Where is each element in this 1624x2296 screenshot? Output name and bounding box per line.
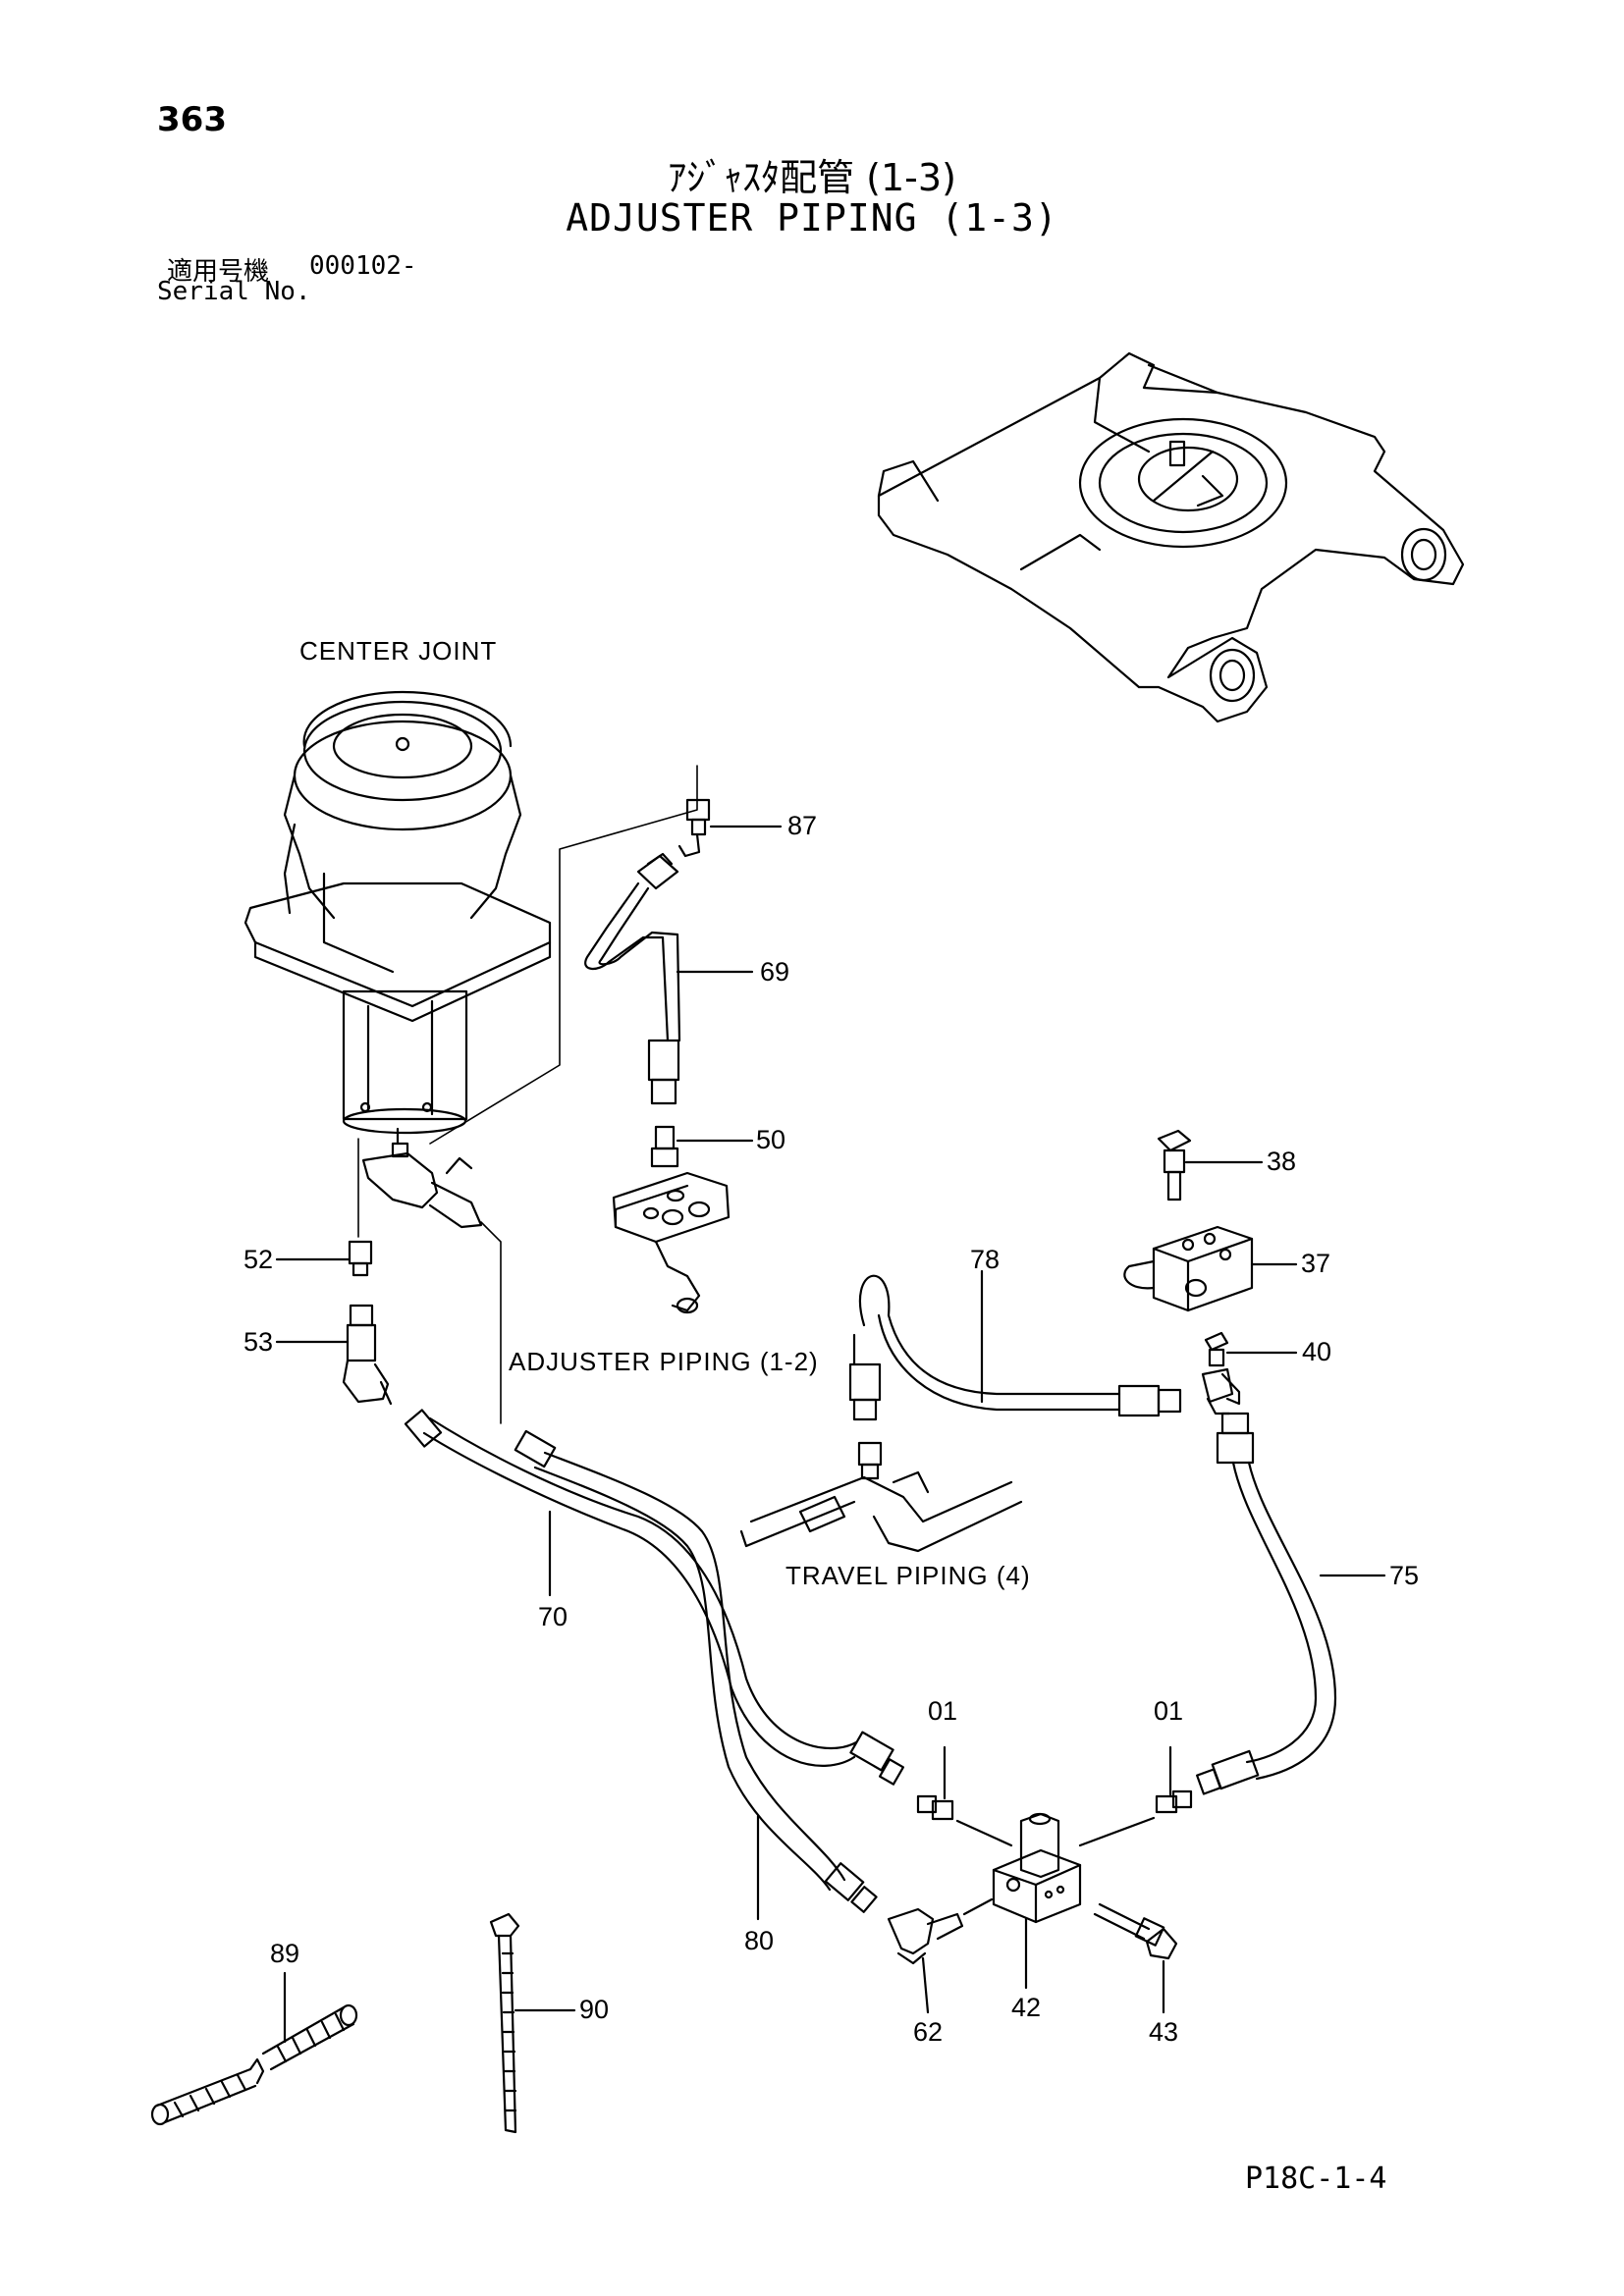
callout-70: 70: [538, 1602, 568, 1631]
center-joint-label: CENTER JOINT: [299, 636, 498, 666]
serial-label-english: Serial No.: [157, 277, 311, 306]
title-japanese: ｱｼﾞｬｽﾀ配管 (1-3): [668, 156, 956, 199]
callout-69: 69: [760, 957, 790, 987]
callout-38: 38: [1267, 1147, 1297, 1176]
fitting-01-right: [1078, 1745, 1193, 1847]
callout-50: 50: [756, 1125, 786, 1154]
hose-75: [1196, 1412, 1386, 1795]
fitting-52: [275, 1240, 373, 1277]
cable-tie-90: [489, 1912, 576, 2134]
hose-69: [584, 852, 754, 1105]
travel-piping-reference-label: TRAVEL PIPING (4): [785, 1561, 1031, 1590]
callout-78: 78: [970, 1245, 1001, 1274]
fitting-50-and-block: [612, 1125, 754, 1314]
hose-80: [514, 1429, 878, 1921]
callout-43: 43: [1149, 2017, 1179, 2047]
callout-52: 52: [244, 1245, 274, 1274]
elbow-62: [887, 1897, 994, 2014]
track-frame-illustration: [877, 351, 1465, 723]
callout-75: 75: [1389, 1561, 1420, 1590]
reference-lines: [357, 765, 698, 1424]
travel-piping-connection: [739, 1441, 1023, 1553]
figure-code: P18C-1-4: [1245, 2162, 1387, 2196]
callout-87: 87: [787, 811, 818, 840]
callout-80: 80: [744, 1926, 775, 1955]
spiral-protector-89: [150, 1971, 358, 2126]
center-joint-illustration: [244, 690, 552, 1229]
callout-90: 90: [579, 1995, 610, 2024]
title-english: ADJUSTER PIPING (1-3): [566, 196, 1058, 240]
callout-01-left: 01: [928, 1696, 958, 1726]
block-37: [1123, 1225, 1298, 1312]
callout-01-right: 01: [1154, 1696, 1184, 1726]
serial-label-japanese: 適用号機: [167, 257, 270, 287]
callout-53: 53: [244, 1327, 274, 1357]
callout-62: 62: [913, 2017, 944, 2047]
hose-70: [404, 1409, 905, 1786]
fitting-87: [677, 798, 783, 858]
callout-37: 37: [1301, 1249, 1331, 1278]
callout-42: 42: [1011, 1993, 1042, 2022]
bolt-38: [1157, 1129, 1264, 1201]
bolt-43: [1093, 1902, 1178, 2014]
block-42: [992, 1812, 1082, 1990]
adjuster-piping-reference-label: ADJUSTER PIPING (1-2): [509, 1347, 819, 1376]
page-number: 363: [157, 100, 227, 139]
elbow-53: [275, 1304, 393, 1406]
tee-fitting-40: [1201, 1331, 1298, 1415]
hose-78: [848, 1269, 1182, 1421]
serial-number-value: 000102-: [309, 251, 417, 281]
fitting-01-left: [916, 1745, 1013, 1847]
callout-40: 40: [1302, 1337, 1332, 1366]
callout-89: 89: [270, 1939, 300, 1968]
